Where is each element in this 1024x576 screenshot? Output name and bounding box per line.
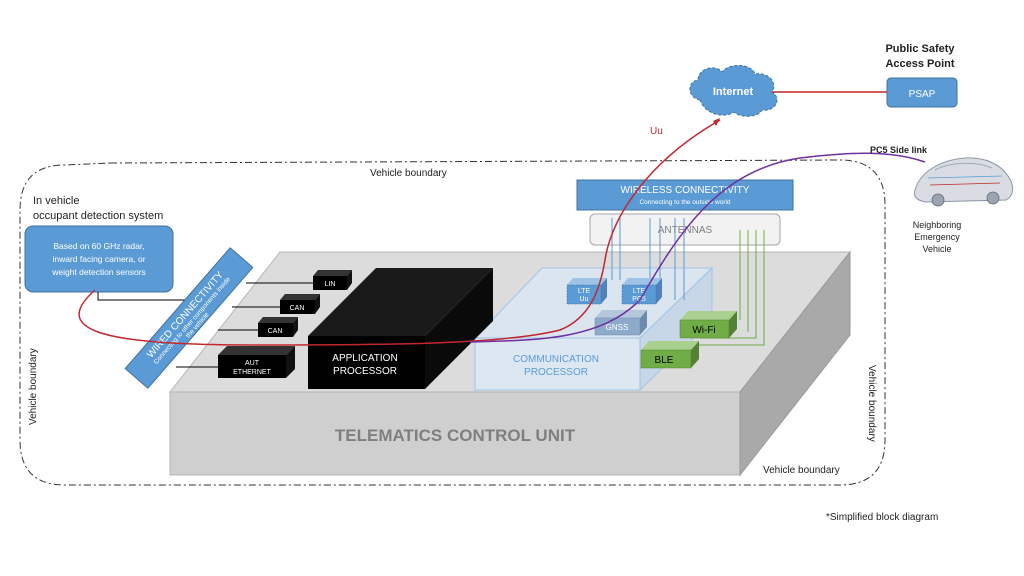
occupant-connector: [97, 292, 216, 301]
wireless-subtitle: Connecting to the outside world: [639, 199, 730, 206]
wireless-connectivity-box: [576, 179, 794, 211]
neighboring-vehicle-image: [913, 157, 1014, 207]
gnss-label: GNSS: [606, 323, 629, 332]
app-proc-label-line1: APPLICATION: [332, 353, 397, 364]
psap-label: PSAP: [909, 89, 936, 100]
comm-proc-label-line2: PROCESSOR: [524, 367, 588, 378]
aut-ethernet-chip: AUT ETHERNET: [176, 346, 295, 378]
comm-proc-label-line1: COMMUNICATION: [513, 354, 599, 365]
lte-pc5-label-line2: PC5: [632, 296, 646, 303]
can-chip-2: CAN: [218, 317, 298, 337]
internet-cloud: Internet: [689, 65, 778, 117]
app-proc-label-line2: PROCESSOR: [333, 366, 397, 377]
uu-link-arrowhead: [713, 118, 720, 126]
lin-label: LIN: [325, 281, 336, 288]
wifi-module: Wi-Fi: [679, 311, 737, 339]
lte-uu-label-line1: LTE: [578, 288, 591, 295]
neighbor-label-line2: Emergency: [914, 232, 960, 242]
occupant-detection-box: [24, 225, 174, 293]
aut-label-line1: AUT: [245, 360, 260, 367]
antenna-feeds: [611, 218, 765, 346]
occupant-box-line2: inward facing camera, or: [52, 254, 145, 264]
can1-label: CAN: [290, 305, 305, 312]
vehicle-boundary-bottom-label: Vehicle boundary: [763, 465, 840, 476]
neighbor-label-line3: Vehicle: [922, 244, 951, 254]
comm-proc-front: [474, 337, 641, 391]
pc5-sidelink-label: PC5 Side link: [870, 145, 928, 155]
can2-label: CAN: [268, 328, 283, 335]
pc5-link-purple: [469, 152, 926, 343]
uu-link-red: [78, 119, 721, 346]
wifi-label: Wi-Fi: [692, 325, 715, 336]
can-chip-1: CAN: [232, 294, 320, 314]
psap-title-line1: Public Safety: [885, 43, 955, 55]
lin-chip: LIN: [246, 270, 352, 290]
uu-label: Uu: [650, 126, 663, 137]
aut-label-line2: ETHERNET: [233, 369, 271, 376]
gnss-module: GNSS: [594, 310, 647, 336]
vehicle-boundary-right-label: Vehicle boundary: [866, 365, 877, 442]
in-vehicle-title-line2: occupant detection system: [33, 210, 163, 222]
internet-label: Internet: [713, 86, 754, 98]
lte-pc5-label-line1: LTE: [633, 288, 646, 295]
lte-uu-label-line2: Uu: [580, 296, 589, 303]
ble-label: BLE: [655, 355, 674, 366]
footnote: *Simplified block diagram: [826, 512, 939, 523]
vehicle-boundary-top-label: Vehicle boundary: [370, 168, 447, 179]
vehicle-boundary-left-label: Vehicle boundary: [28, 348, 39, 425]
wireless-title: WIRELESS CONNECTIVITY: [621, 185, 750, 196]
psap-title-line2: Access Point: [885, 58, 954, 70]
in-vehicle-title-line1: In vehicle: [33, 195, 79, 207]
tcu-label: TELEMATICS CONTROL UNIT: [335, 426, 576, 445]
occupant-box-line3: weight detection sensors: [51, 267, 146, 277]
occupant-box-line1: Based on 60 GHz radar,: [53, 241, 144, 251]
psap-box: [886, 77, 958, 108]
lte-uu-module: LTE Uu: [566, 278, 607, 305]
neighbor-label-line1: Neighboring: [913, 220, 962, 230]
ble-module: BLE: [640, 341, 699, 369]
tcu-side-face: [739, 250, 851, 477]
lte-pc5-module: LTE PC5: [621, 278, 662, 305]
